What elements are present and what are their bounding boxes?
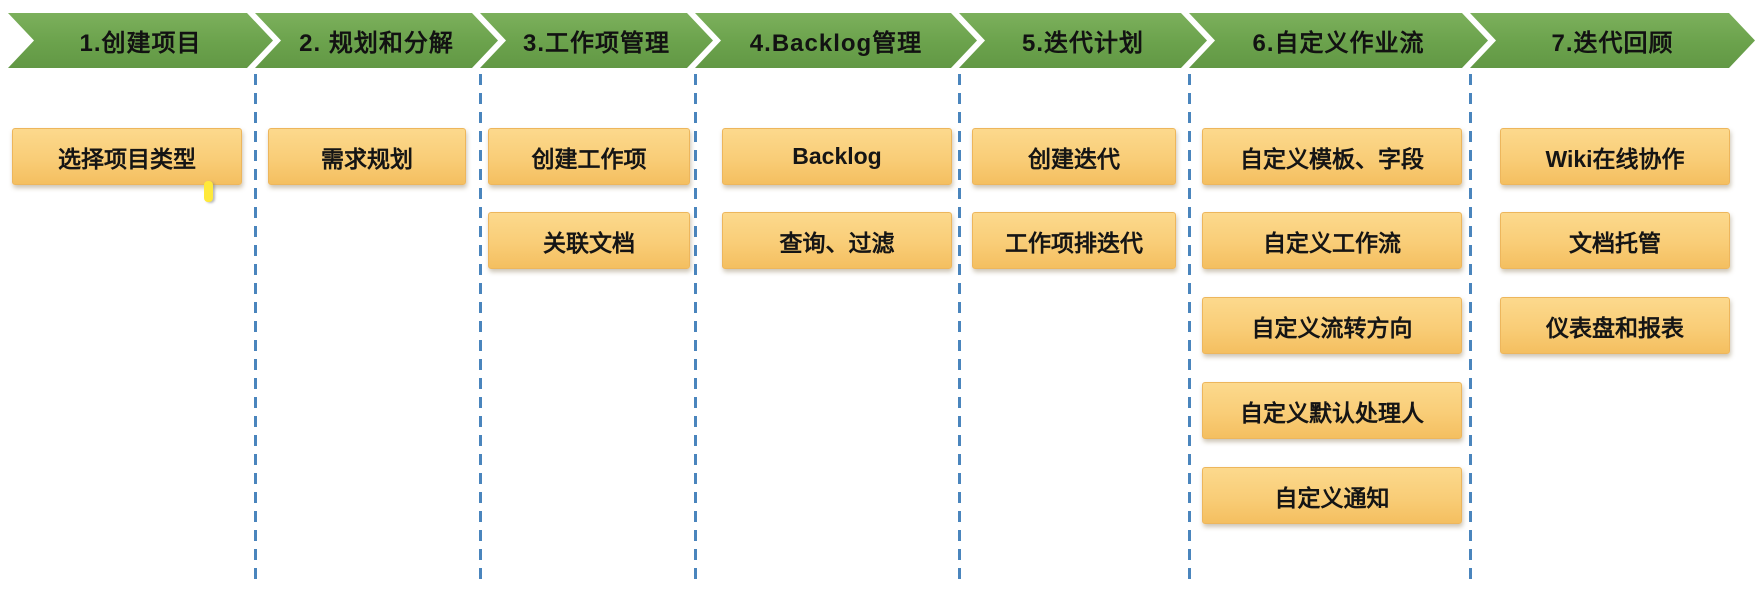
column-divider: [1188, 74, 1191, 583]
stage-label: 7.迭代回顾: [1551, 30, 1674, 57]
text-cursor-artifact: [204, 181, 213, 202]
item-box-create-workitem: 创建工作项: [488, 128, 690, 185]
stage-arrow-3-workitem-mgmt: 3.工作项管理: [480, 13, 713, 68]
item-box-backlog: Backlog: [722, 128, 952, 185]
item-box-custom-default-handler: 自定义默认处理人: [1202, 382, 1462, 439]
item-box-custom-notification: 自定义通知: [1202, 467, 1462, 524]
stage-label: 5.迭代计划: [1021, 30, 1144, 57]
stage-arrow-2-plan-decompose: 2. 规划和分解: [255, 13, 498, 68]
stage-arrow-6-custom-workflow: 6.自定义作业流: [1189, 13, 1488, 68]
item-box-requirement-planning: 需求规划: [268, 128, 466, 185]
stage-arrow-5-iteration-plan: 5.迭代计划: [959, 13, 1207, 68]
item-box-custom-template-fields: 自定义模板、字段: [1202, 128, 1462, 185]
stage-label: 4.Backlog管理: [749, 30, 923, 57]
stage-label: 3.工作项管理: [522, 30, 670, 57]
item-box-dashboard-reports: 仪表盘和报表: [1500, 297, 1730, 354]
item-box-create-iteration: 创建迭代: [972, 128, 1176, 185]
item-box-wiki-collaboration: Wiki在线协作: [1500, 128, 1730, 185]
item-box-document-hosting: 文档托管: [1500, 212, 1730, 269]
item-box-select-project-type: 选择项目类型: [12, 128, 242, 185]
stage-label: 2. 规划和分解: [299, 30, 454, 57]
item-box-query-filter: 查询、过滤: [722, 212, 952, 269]
stage-arrow-7-iteration-review: 7.迭代回顾: [1470, 13, 1755, 68]
item-box-custom-flow-direction: 自定义流转方向: [1202, 297, 1462, 354]
stage-label: 1.创建项目: [79, 30, 202, 57]
item-box-custom-workflow: 自定义工作流: [1202, 212, 1462, 269]
column-divider: [479, 74, 482, 583]
stage-arrow-1-create-project: 1.创建项目: [8, 13, 273, 68]
item-box-link-documents: 关联文档: [488, 212, 690, 269]
stage-arrow-4-backlog-mgmt: 4.Backlog管理: [695, 13, 977, 68]
column-divider: [254, 74, 257, 583]
column-divider: [958, 74, 961, 583]
column-divider: [1469, 74, 1472, 583]
stage-label: 6.自定义作业流: [1252, 30, 1425, 57]
column-divider: [694, 74, 697, 583]
item-box-workitem-iteration: 工作项排迭代: [972, 212, 1176, 269]
